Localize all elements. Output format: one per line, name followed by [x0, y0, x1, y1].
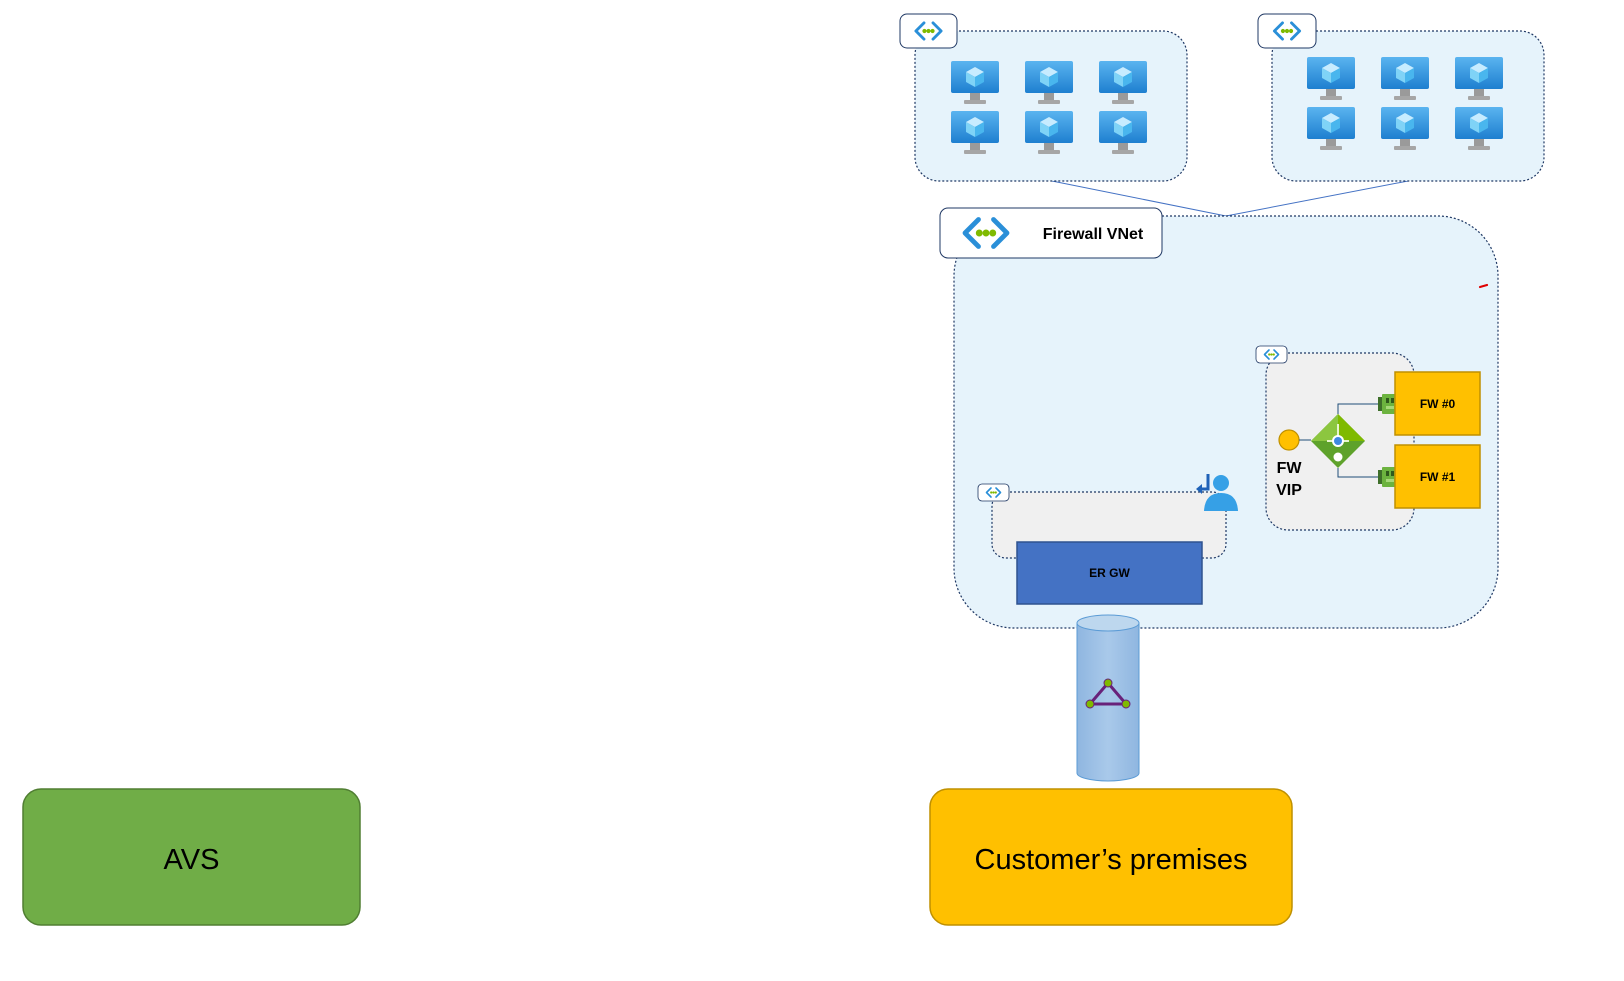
firewall-label: FW #0: [1420, 397, 1456, 411]
avs-box: AVS: [22, 788, 361, 926]
firewall-vnet-label-box: Firewall VNet: [939, 207, 1163, 259]
annotation-mark: [1478, 283, 1489, 289]
vip-label-line2: VIP: [1276, 482, 1302, 499]
lb-to-fw1-connector: [1337, 468, 1380, 478]
expressroute-circuit-icon: [1085, 678, 1131, 709]
spoke-vnet-right: [1257, 13, 1545, 182]
er-gateway-label: ER GW: [1089, 566, 1130, 580]
vip-icon: [1278, 429, 1300, 451]
firewall-label: FW #1: [1420, 470, 1456, 484]
lb-to-fw0-connector: [1337, 403, 1380, 414]
avs-label: AVS: [164, 844, 220, 876]
peering-line-left: [1051, 180, 1227, 217]
firewall-vnet: FW VIP FW #0: [939, 207, 1499, 629]
expressroute-circuit: [1076, 614, 1140, 782]
customer-premises-box: Customer’s premises: [929, 788, 1293, 926]
spoke-vnet-left: [899, 13, 1188, 182]
route-server-icon: [1196, 474, 1238, 511]
firewall-subnet: FW VIP: [1255, 345, 1415, 531]
firewall-instance-1: FW #1: [1394, 444, 1481, 509]
vip-label-line1: FW: [1277, 460, 1303, 477]
load-balancer-icon: [1311, 414, 1365, 468]
peering-line-right: [1225, 180, 1409, 217]
firewall-vnet-label: Firewall VNet: [1043, 226, 1144, 243]
customer-premises-label: Customer’s premises: [975, 844, 1248, 876]
firewall-instance-0: FW #0: [1394, 371, 1481, 436]
er-gateway: ER GW: [1016, 541, 1203, 605]
